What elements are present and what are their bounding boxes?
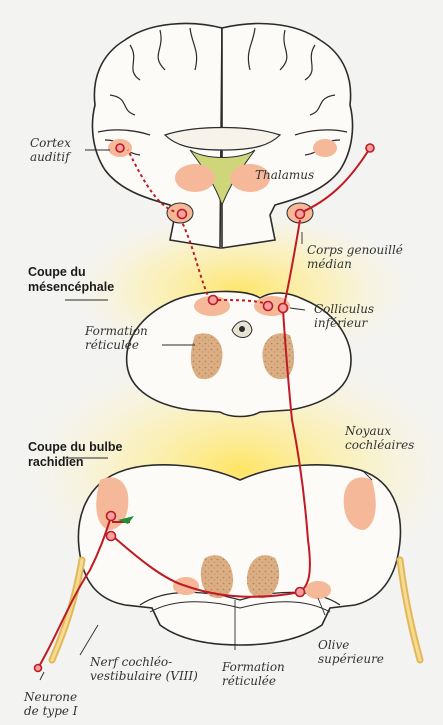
medulla-section — [78, 465, 400, 645]
label-thalamus: Thalamus — [255, 168, 314, 182]
label-nerf: Nerf cochléo-vestibulaire (VIII) — [90, 655, 198, 683]
brain-coronal-section — [92, 24, 352, 248]
